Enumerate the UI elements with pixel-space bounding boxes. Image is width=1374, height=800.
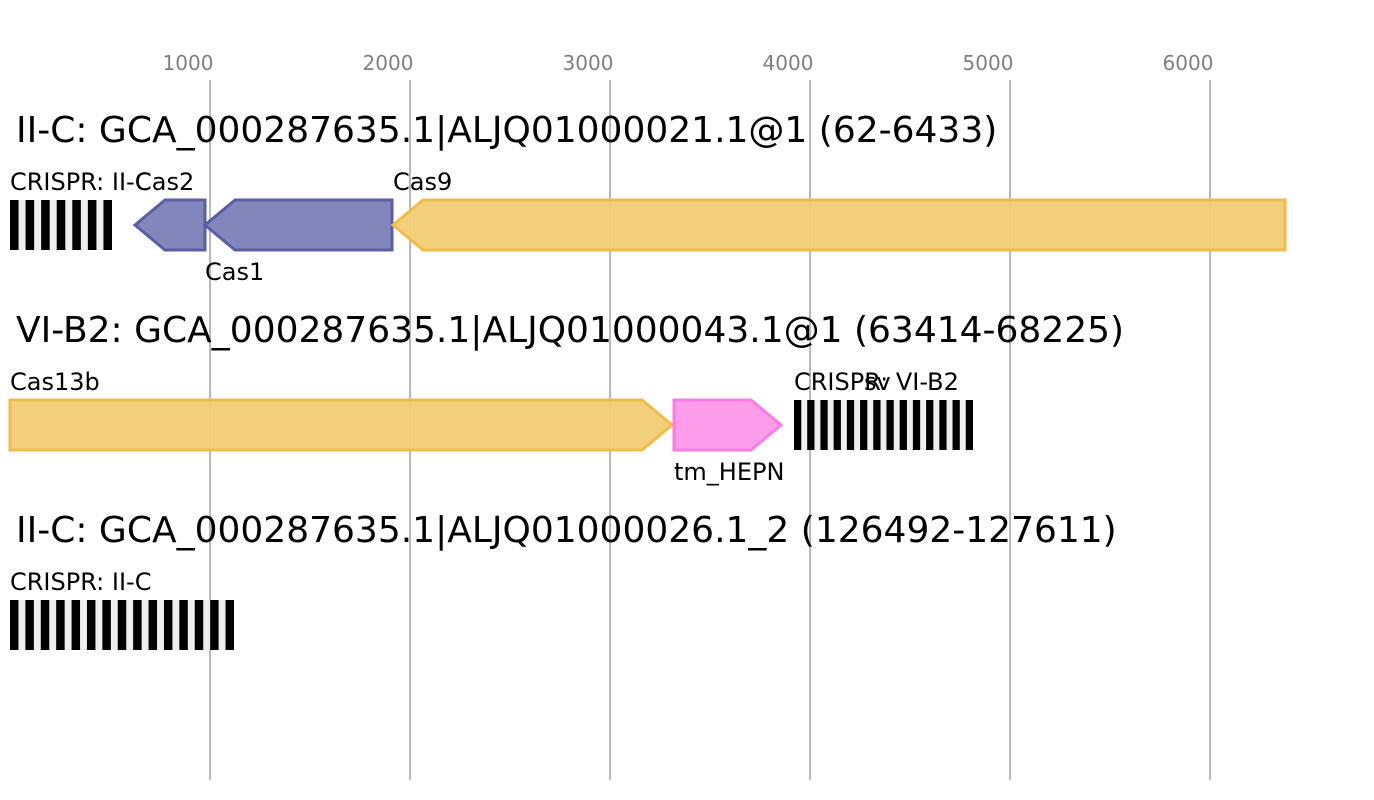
gene-arrow-cas13b[interactable] xyxy=(8,398,675,452)
locus-title: VI-B2: GCA_000287635.1|ALJQ01000043.1@1 … xyxy=(16,310,1124,351)
crispr-repeat xyxy=(833,400,841,450)
crispr-repeat xyxy=(163,600,173,650)
crispr-array[interactable] xyxy=(10,600,234,650)
crispr-repeat xyxy=(210,600,219,650)
axis-tick-labels: 1000 2000 3000 4000 5000 6000 xyxy=(163,51,1214,75)
gene-arrow-tm-hepn[interactable] xyxy=(672,398,784,452)
gene-arrow-cas2[interactable] xyxy=(132,198,207,252)
tick-label: 2000 xyxy=(363,51,414,75)
crispr-repeat xyxy=(103,200,112,250)
tick-label: 6000 xyxy=(1163,51,1214,75)
crispr-repeat xyxy=(56,600,65,650)
locus-title: II-C: GCA_000287635.1|ALJQ01000021.1@1 (… xyxy=(16,110,997,151)
feature-label: sv xyxy=(864,368,891,396)
crispr-array[interactable] xyxy=(10,200,112,250)
gene-label: Cas9 xyxy=(393,168,452,196)
tick-label: 4000 xyxy=(763,51,814,75)
crispr-repeat xyxy=(926,400,934,450)
crispr-repeat xyxy=(965,400,973,450)
crispr-array[interactable] xyxy=(794,400,973,450)
crispr-repeat xyxy=(912,400,921,450)
crispr-repeat xyxy=(40,600,50,650)
locus-track: VI-B2: GCA_000287635.1|ALJQ01000043.1@1 … xyxy=(8,310,1124,486)
crispr-repeat xyxy=(25,200,35,250)
gene-arrow-cas9[interactable] xyxy=(390,198,1287,252)
gene-label: Cas13b xyxy=(10,368,100,396)
crispr-repeat xyxy=(56,200,66,250)
crispr-repeat xyxy=(71,600,81,650)
crispr-repeat xyxy=(939,400,947,450)
locus-title: II-C: GCA_000287635.1|ALJQ01000026.1_2 (… xyxy=(16,510,1117,551)
locus-track: II-C: GCA_000287635.1|ALJQ01000026.1_2 (… xyxy=(10,510,1117,650)
tick-label: 5000 xyxy=(963,51,1014,75)
gene-arrow-cas1[interactable] xyxy=(202,198,394,252)
crispr-label: CRISPR: II-C xyxy=(10,568,151,596)
crispr-label: CRISPR: II-C xyxy=(10,168,151,196)
crispr-repeat xyxy=(72,200,81,250)
crispr-repeat xyxy=(886,400,894,450)
gene-label: Cas2 xyxy=(135,168,194,196)
crispr-repeat xyxy=(25,600,34,650)
crispr-repeat xyxy=(873,400,881,450)
crispr-repeat xyxy=(41,200,50,250)
crispr-repeat xyxy=(952,400,960,450)
crispr-repeat xyxy=(860,400,868,450)
crispr-repeat xyxy=(87,200,97,250)
gene-label: tm_HEPN xyxy=(674,458,784,486)
crispr-repeat xyxy=(179,600,188,650)
crispr-repeat xyxy=(899,400,907,450)
crispr-repeat xyxy=(225,600,234,650)
locus-track: II-C: GCA_000287635.1|ALJQ01000021.1@1 (… xyxy=(10,110,1287,286)
crispr-repeat xyxy=(807,400,815,450)
crispr-repeat xyxy=(148,600,158,650)
crispr-repeat xyxy=(10,600,19,650)
crispr-repeat xyxy=(194,600,204,650)
loci-tracks: II-C: GCA_000287635.1|ALJQ01000021.1@1 (… xyxy=(8,110,1287,650)
crispr-repeat xyxy=(117,600,127,650)
crispr-label: CRISPR: VI-B2 xyxy=(794,368,959,396)
tick-label: 1000 xyxy=(163,51,214,75)
crispr-repeat xyxy=(794,400,802,450)
crispr-repeat xyxy=(102,600,111,650)
crispr-repeat xyxy=(846,400,855,450)
crispr-repeat xyxy=(820,400,828,450)
tick-label: 3000 xyxy=(563,51,614,75)
crispr-repeat xyxy=(133,600,142,650)
crispr-repeat xyxy=(86,600,96,650)
crispr-repeat xyxy=(10,200,19,250)
gene-label: Cas1 xyxy=(205,258,264,286)
